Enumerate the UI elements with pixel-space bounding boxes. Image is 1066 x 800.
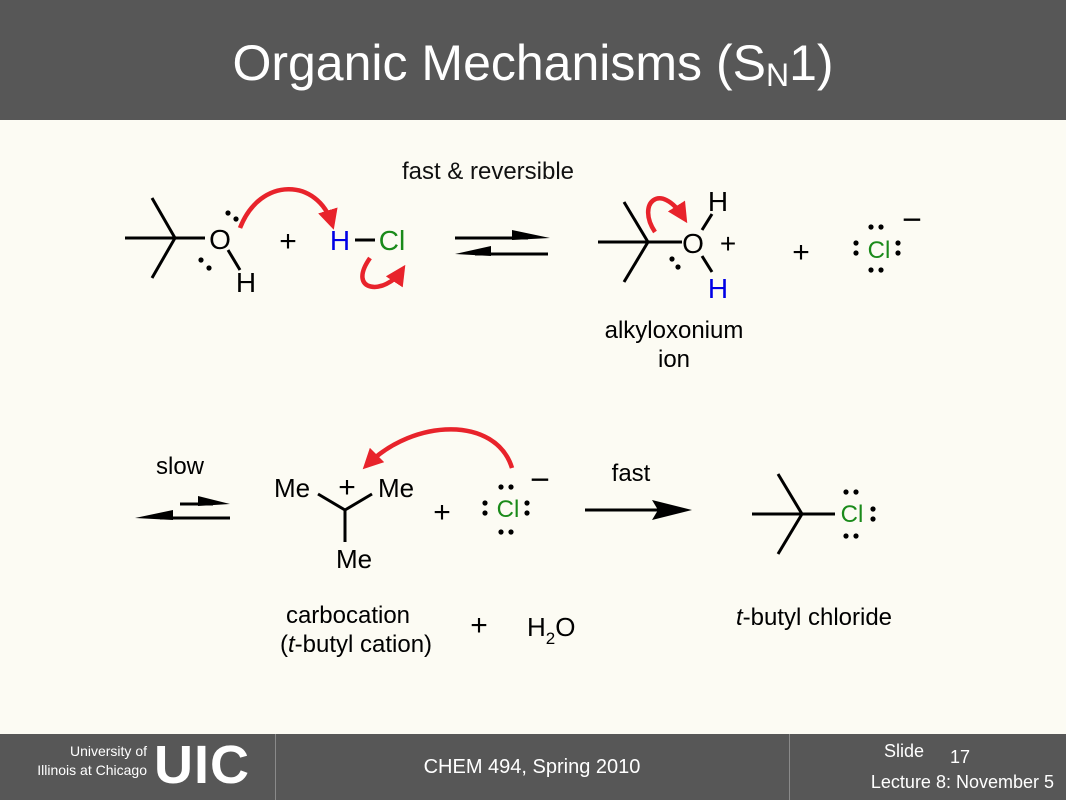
chloride-ion: Cl	[868, 237, 891, 264]
alkyloxonium-skeleton	[598, 201, 714, 283]
plus-sign: +	[279, 225, 297, 258]
curved-electron-arrow-icon	[645, 196, 688, 234]
alkyloxonium-label-line1: alkyloxonium	[605, 317, 744, 344]
oxonium-top-hydrogen: H	[708, 186, 728, 217]
slide-number: 17	[950, 747, 971, 767]
carbocation-charge: +	[338, 471, 356, 504]
curved-electron-arrow-icon	[362, 427, 515, 470]
tert-butyl-chloride-skeleton	[752, 473, 835, 555]
lone-pair-dots-icon	[669, 256, 681, 270]
oxonium-bottom-hydrogen: H	[708, 273, 728, 304]
course-name: CHEM 494, Spring 2010	[423, 756, 641, 778]
lone-pair-dots-icon	[843, 489, 876, 539]
oxonium-charge: +	[720, 228, 736, 259]
chloride-ion: Cl	[497, 496, 520, 523]
oxonium-oxygen: O	[682, 228, 704, 259]
slide-content: fast & reversible O H + H Cl H O + H	[0, 120, 1066, 734]
lone-pair-dots-icon	[198, 210, 239, 271]
reaction-arrow-icon	[585, 500, 692, 520]
step1-condition: fast & reversible	[402, 158, 574, 185]
curved-electron-arrow-icon	[360, 256, 406, 290]
footer-divider	[789, 734, 790, 800]
chloride-charge: −	[530, 461, 550, 499]
title-subscript: N	[765, 57, 790, 93]
page-title: Organic Mechanisms (SN1)	[0, 34, 1066, 93]
uic-logo: UIC	[154, 735, 250, 795]
university-line2: Illinois at Chicago	[37, 762, 147, 778]
alkyloxonium-label-line2: ion	[658, 346, 690, 373]
carbocation-label-line1: carbocation	[286, 602, 410, 629]
mechanism-scheme: fast & reversible O H + H Cl H O + H	[125, 158, 922, 658]
plus-sign: +	[470, 609, 488, 642]
equilibrium-arrow-icon	[135, 496, 230, 520]
carbocation-label-line2: (t-butyl cation)	[280, 631, 432, 658]
product-chlorine: Cl	[841, 501, 864, 528]
footer-divider	[275, 734, 276, 800]
university-name: University of Illinois at Chicago	[0, 742, 147, 780]
step3-condition: fast	[612, 460, 651, 487]
chloride-charge: −	[902, 201, 922, 239]
footer-bar: University of Illinois at Chicago UIC CH…	[0, 734, 1066, 800]
title-bar: Organic Mechanisms (SN1)	[0, 0, 1066, 120]
water-molecule: H2O	[527, 612, 575, 648]
step2-condition: slow	[156, 453, 205, 480]
product-label: t-butyl chloride	[736, 604, 892, 631]
plus-sign: +	[433, 496, 451, 529]
lecture-info: Lecture 8: November 5	[870, 772, 1054, 792]
university-line1: University of	[69, 743, 147, 759]
hcl-chlorine: Cl	[379, 225, 405, 256]
equilibrium-arrow-icon	[455, 230, 550, 256]
slide-label: Slide	[884, 741, 925, 761]
methyl-right: Me	[378, 473, 414, 503]
plus-sign: +	[792, 236, 810, 269]
methyl-bottom: Me	[336, 544, 372, 574]
hydrogen-atom: H	[236, 267, 256, 298]
tert-butanol	[125, 197, 242, 279]
lone-pair-dots-icon	[482, 484, 530, 535]
methyl-left: Me	[274, 473, 310, 503]
hcl-hydrogen: H	[330, 225, 350, 256]
lone-pair-dots-icon	[853, 224, 901, 273]
curved-electron-arrow-icon	[237, 187, 338, 230]
oxygen-atom: O	[209, 224, 231, 255]
title-end: 1)	[789, 35, 834, 91]
title-text: Organic Mechanisms (S	[232, 35, 766, 91]
carbocation-bonds	[317, 492, 373, 542]
